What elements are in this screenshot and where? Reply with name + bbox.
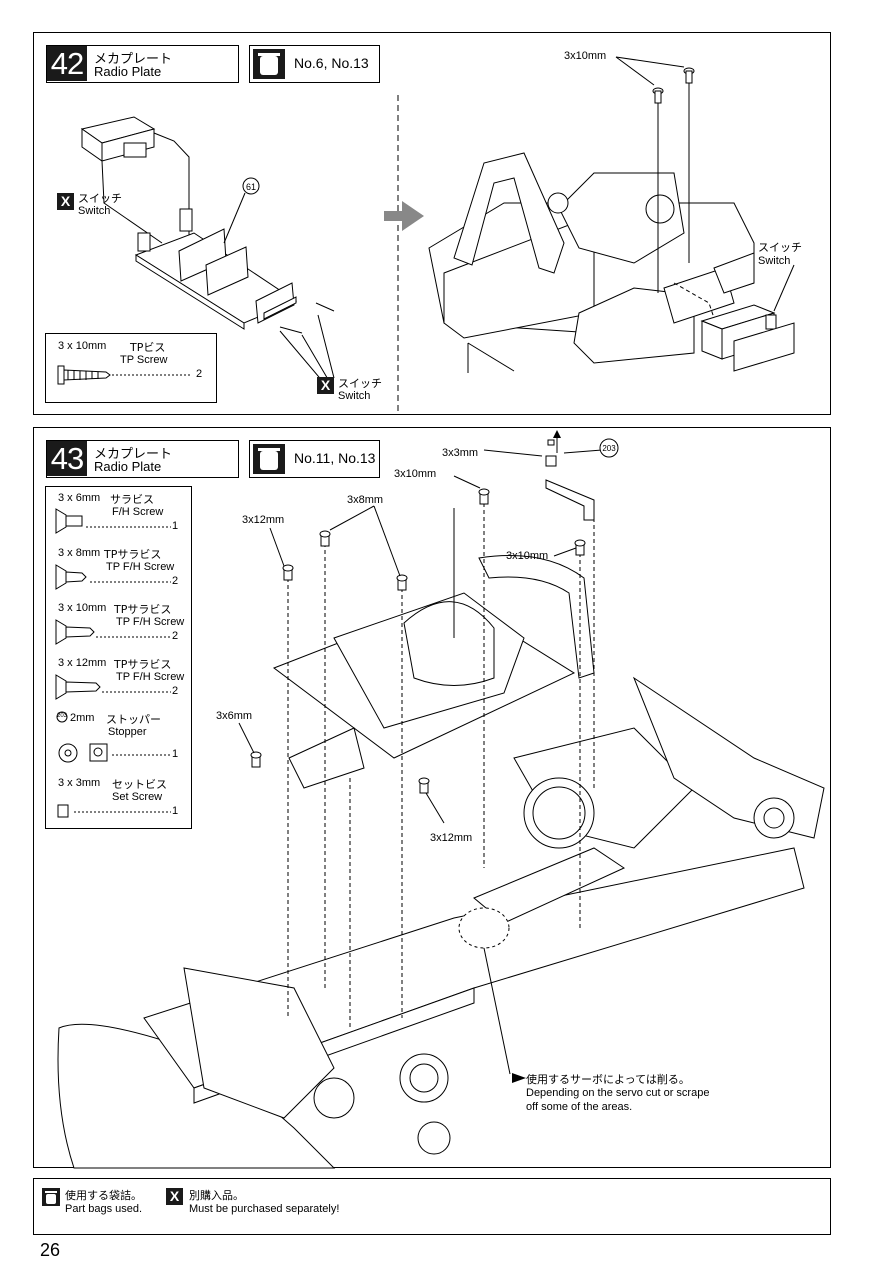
switch-label-en-2: Switch — [338, 390, 371, 402]
x-purchase-separately-icon: X — [166, 1188, 183, 1205]
callout-61: 61 — [246, 182, 256, 192]
parts-list-box: 3 x 6mm サラビス F/H Screw 1 3 x 8mm TPサラビス … — [45, 486, 192, 829]
part-size: 2mm — [70, 712, 95, 724]
x-purchase-separately-icon: X — [317, 377, 334, 394]
step-43-panel: 43 メカプレート Radio Plate No.11, No.13 — [33, 427, 831, 1169]
label-3x8mm: 3x8mm — [347, 494, 384, 506]
part-name-ja: TPサラビス — [114, 603, 172, 616]
step-title-ja: メカプレート — [94, 52, 173, 67]
part-qty: 1 — [172, 520, 179, 532]
step-42-illustration: 61 3x10mm — [80, 50, 795, 413]
part-name-ja: サラビス — [110, 493, 154, 506]
part-name-en: F/H Screw — [112, 506, 164, 518]
switch-label-ja-1: スイッチ — [78, 192, 122, 205]
part-name-en: TP F/H Screw — [106, 561, 175, 573]
step-42-panel: 42 メカプレート Radio Plate No.6, No.13 — [33, 32, 831, 415]
servo-note-en-1: Depending on the servo cut or scrape — [526, 1087, 710, 1099]
part-name-en: Stopper — [108, 726, 147, 738]
bag-icon — [42, 1188, 60, 1206]
part-size: 3 x 10mm — [58, 602, 107, 614]
part-bags-label: No.11, No.13 — [294, 450, 376, 466]
legend-x-en: Must be purchased separately! — [189, 1203, 340, 1215]
part-name-en: TP F/H Screw — [116, 616, 185, 628]
part-name-en: TP F/H Screw — [116, 671, 185, 683]
x-purchase-separately-icon: X — [57, 193, 74, 210]
part-name-ja: セットビス — [112, 778, 167, 791]
part-size: 3 x 6mm — [58, 492, 101, 504]
part-bags-box: No.6, No.13 — [249, 45, 380, 83]
part-qty: 1 — [172, 805, 179, 817]
part-name-ja: TPサラビス — [104, 548, 162, 561]
servo-note-ja: 使用するサーボによっては削る。 — [526, 1073, 690, 1086]
switch-label-en-3: Switch — [758, 255, 791, 267]
label-3x12mm-b: 3x12mm — [430, 832, 473, 844]
callout-203: 203 — [57, 713, 68, 719]
screw-size-label: 3x10mm — [564, 50, 606, 62]
part-qty: 1 — [172, 748, 179, 760]
part-name-ja: TPサラビス — [114, 658, 172, 671]
step-title-ja: メカプレート — [94, 447, 173, 462]
part-qty: 2 — [172, 685, 179, 697]
step-title-en: Radio Plate — [94, 64, 162, 79]
legend-bag-ja: 使用する袋詰。 — [65, 1189, 142, 1202]
part-qty: 2 — [196, 368, 203, 380]
callout-203: 203 — [602, 444, 616, 453]
part-size: 3 x 10mm — [58, 340, 107, 352]
part-bags-box: No.11, No.13 — [249, 440, 380, 478]
label-3x10mm-b: 3x10mm — [506, 550, 549, 562]
legend-bag-en: Part bags used. — [65, 1203, 143, 1215]
part-name-ja: ストッパー — [106, 713, 161, 726]
legend-x-ja: 別購入品。 — [189, 1189, 244, 1202]
part-qty: 2 — [172, 630, 179, 642]
tp-screw-icon — [57, 365, 191, 385]
label-3x12mm-a: 3x12mm — [242, 514, 285, 526]
part-size: 3 x 8mm — [58, 547, 101, 559]
step-43-header: 43 メカプレート Radio Plate — [46, 440, 239, 478]
switch-label-ja-2: スイッチ — [338, 377, 382, 390]
part-size: 3 x 12mm — [58, 657, 107, 669]
servo-note-en-2: off some of the areas. — [526, 1101, 633, 1113]
part-name-ja: TPビス — [130, 341, 166, 354]
part-qty: 2 — [172, 575, 179, 587]
bag-icon — [253, 49, 285, 79]
step-number: 43 — [47, 441, 87, 476]
part-name-en: TP Screw — [120, 354, 168, 366]
switch-label-en-1: Switch — [78, 205, 111, 217]
bag-icon — [253, 444, 285, 474]
part-size: 3 x 3mm — [58, 777, 101, 789]
part-bags-label: No.6, No.13 — [294, 55, 369, 71]
legend-box: 使用する袋詰。 Part bags used. X 別購入品。 Must be … — [33, 1178, 831, 1235]
label-3x6mm: 3x6mm — [216, 710, 253, 722]
step-title-en: Radio Plate — [94, 459, 162, 474]
step-number: 42 — [47, 46, 87, 81]
parts-list-box: 3 x 10mm TPビス TP Screw 2 — [45, 333, 217, 403]
parts-icons — [55, 508, 171, 818]
page-number: 26 — [40, 1240, 61, 1260]
step-43-illustration: 203 — [57, 430, 825, 1169]
switch-label-ja-3: スイッチ — [758, 241, 802, 254]
label-3x10mm-a: 3x10mm — [394, 468, 437, 480]
label-3x3mm: 3x3mm — [442, 447, 479, 459]
part-name-en: Set Screw — [112, 791, 163, 803]
step-42-header: 42 メカプレート Radio Plate — [46, 45, 239, 83]
